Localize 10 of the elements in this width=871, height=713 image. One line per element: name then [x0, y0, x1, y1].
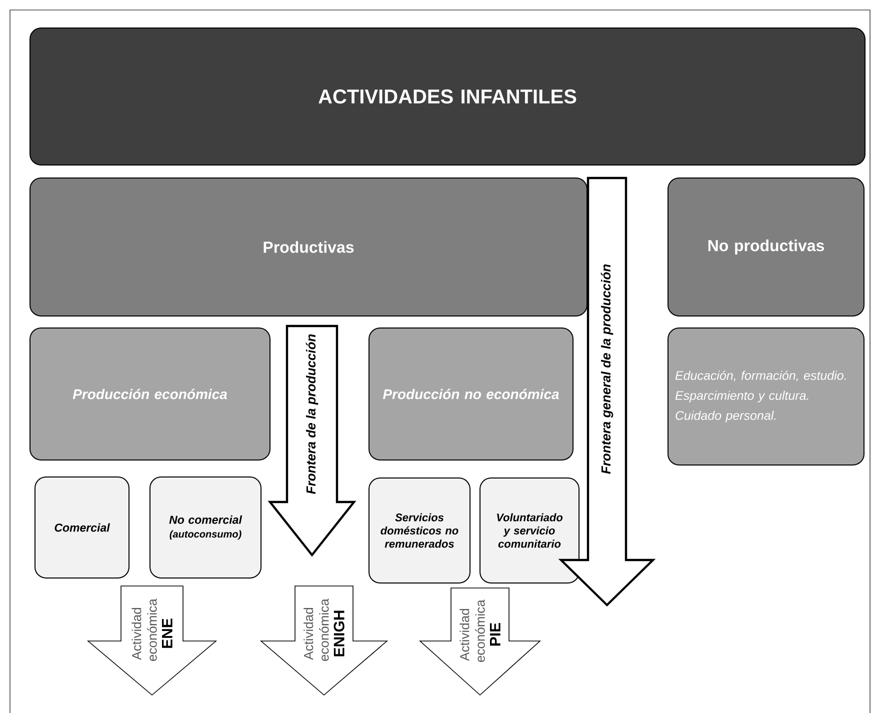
category-box: No productivas	[668, 178, 864, 316]
activity-box: Comercial	[34, 476, 130, 578]
activity-list-box: Educación, formación, estudio. Esparcimiento y cultura. Cuidado personal.	[668, 328, 864, 466]
activity-box: No comercial (autoconsumo)	[150, 476, 262, 578]
subcategory-box: Producción no económica	[368, 328, 574, 460]
activity-box: Voluntariado y servicio comunitario	[480, 478, 580, 584]
category-box: Productivas	[30, 178, 588, 316]
activity-box: Servicios domésticos no remunerados	[368, 478, 470, 584]
title-box: ACTIVIDADES INFANTILES	[30, 28, 866, 166]
subcategory-box: Producción económica	[30, 328, 270, 460]
